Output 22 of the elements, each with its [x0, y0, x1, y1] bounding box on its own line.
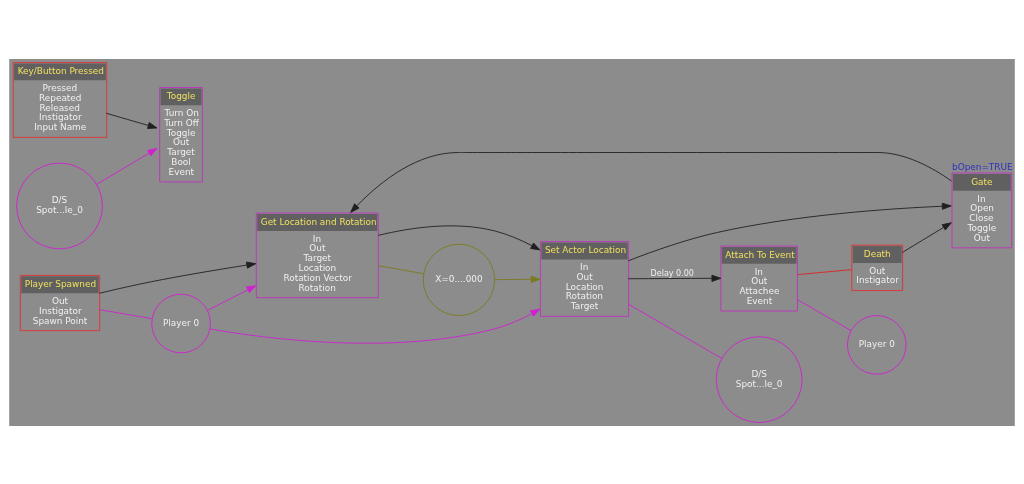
- node-label: bOpen=TRUE: [952, 161, 1013, 172]
- connector: [98, 308, 153, 319]
- node-circle: Player 0: [847, 314, 907, 375]
- arrow: [494, 275, 541, 283]
- arrow: [901, 221, 952, 253]
- node-circle: D/S Spot...le_0: [715, 335, 803, 423]
- arrow: [105, 112, 158, 129]
- connector: [377, 264, 425, 274]
- arrow: [627, 274, 722, 282]
- node-circle: Player 0: [151, 293, 211, 353]
- connector: [627, 303, 723, 359]
- arrow: [377, 224, 541, 250]
- edge-label: Delay 0.00: [650, 268, 694, 278]
- arrow: [209, 308, 541, 344]
- arrow: [350, 151, 952, 213]
- node-circle: X=0....000: [422, 243, 496, 316]
- connector: [797, 298, 852, 331]
- connector: [797, 268, 852, 275]
- arrow: [96, 147, 158, 185]
- arrow: [207, 284, 257, 311]
- node-circle: D/S Spot...le_0: [16, 162, 103, 249]
- arrow: [98, 261, 257, 294]
